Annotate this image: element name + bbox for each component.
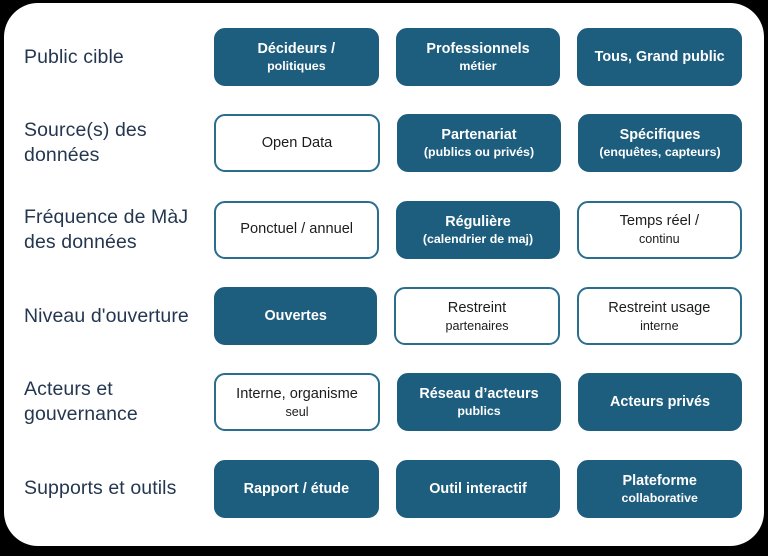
matrix-rows-container: Public cible Décideurs / politiques Prof… [4,3,764,546]
option-cell[interactable]: Restreint partenaires [394,287,560,346]
row-label-sources-donnees: Source(s) des données [24,119,147,167]
option-sub-text: publics [457,404,501,419]
option-sub-text: interne [640,318,679,333]
option-cell[interactable]: Décideurs / politiques [214,28,379,87]
option-cell[interactable]: Acteurs privés [578,373,742,432]
option-main-text: Restreint usage [608,299,711,316]
option-cell[interactable]: Outil interactif [395,459,561,518]
option-cell[interactable]: Tous, Grand public [577,28,743,87]
option-sub-text: (calendrier de maj) [422,231,534,246]
row-options: Open Data Partenariat (publics ou privés… [214,114,742,173]
option-cell[interactable]: Spécifiques (enquêtes, capteurs) [578,114,742,173]
row-options: Décideurs / politiques Professionnels mé… [214,28,743,87]
option-cell[interactable]: Temps réel / continu [576,200,742,259]
option-cell[interactable]: Open Data [214,114,380,173]
row-label-supports-outils: Supports et outils [24,477,177,500]
option-main-text: Temps réel / [619,213,700,230]
option-main-text: Spécifiques [619,127,701,144]
row-options: Rapport / étude Outil interactif Platefo… [214,459,743,518]
row-label-public-cible: Public cible [24,45,124,68]
matrix-row: Niveau d'ouverture Ouvertes Restreint pa… [4,273,764,359]
option-main-text: Outil interactif [429,480,527,497]
option-sub-text: collaborative [621,490,698,505]
option-main-text: Plateforme [622,472,697,489]
option-cell[interactable]: Plateforme collaborative [577,459,743,518]
option-main-text: Décideurs / [257,41,336,58]
option-main-text: Restreint [447,299,507,316]
matrix-row: Public cible Décideurs / politiques Prof… [4,14,764,100]
option-main-text: Régulière [445,213,511,230]
option-main-text: Ouvertes [264,308,327,325]
option-cell[interactable]: Réseau d’acteurs publics [397,373,561,432]
matrix-row: Fréquence de MàJ des données Ponctuel / … [4,187,764,273]
option-cell[interactable]: Ponctuel / annuel [214,200,380,259]
option-sub-text: (enquêtes, capteurs) [599,145,721,160]
row-options: Ponctuel / annuel Régulière (calendrier … [214,200,742,259]
row-label-niveau-ouverture: Niveau d'ouverture [24,304,189,327]
option-main-text: Professionnels [426,41,530,58]
option-cell[interactable]: Professionnels métier [395,28,561,87]
option-sub-text: (publics ou privés) [423,145,535,160]
option-cell[interactable]: Rapport / étude [214,459,379,518]
option-cell[interactable]: Restreint usage interne [576,287,742,346]
criteria-matrix-card: Public cible Décideurs / politiques Prof… [4,3,764,546]
option-cell[interactable]: Régulière (calendrier de maj) [396,200,560,259]
option-main-text: Open Data [261,134,333,151]
option-cell[interactable]: Interne, organisme seul [214,373,380,432]
matrix-row: Acteurs et gouvernance Interne, organism… [4,359,764,445]
matrix-row: Supports et outils Rapport / étude Outil… [4,446,764,532]
option-sub-text: continu [639,232,680,247]
row-options: Ouvertes Restreint partenaires Restreint… [214,287,742,346]
matrix-row: Source(s) des données Open Data Partenar… [4,100,764,186]
option-sub-text: partenaires [445,318,509,333]
option-sub-text: seul [285,404,309,419]
option-main-text: Acteurs privés [610,394,710,411]
option-cell[interactable]: Ouvertes [214,287,378,346]
option-main-text: Rapport / étude [243,480,350,497]
row-label-acteurs-gouvernance: Acteurs et gouvernance [24,378,138,426]
option-cell[interactable]: Partenariat (publics ou privés) [397,114,561,173]
option-sub-text: métier [459,59,497,74]
row-label-frequence-maj: Fréquence de MàJ des données [24,205,189,253]
row-options: Interne, organisme seul Réseau d’acteurs… [214,373,742,432]
option-main-text: Partenariat [441,127,517,144]
option-main-text: Interne, organisme [236,385,358,402]
option-sub-text: politiques [267,59,326,74]
option-main-text: Tous, Grand public [594,49,725,66]
option-main-text: Réseau d’acteurs [419,386,539,403]
option-main-text: Ponctuel / annuel [240,221,354,238]
